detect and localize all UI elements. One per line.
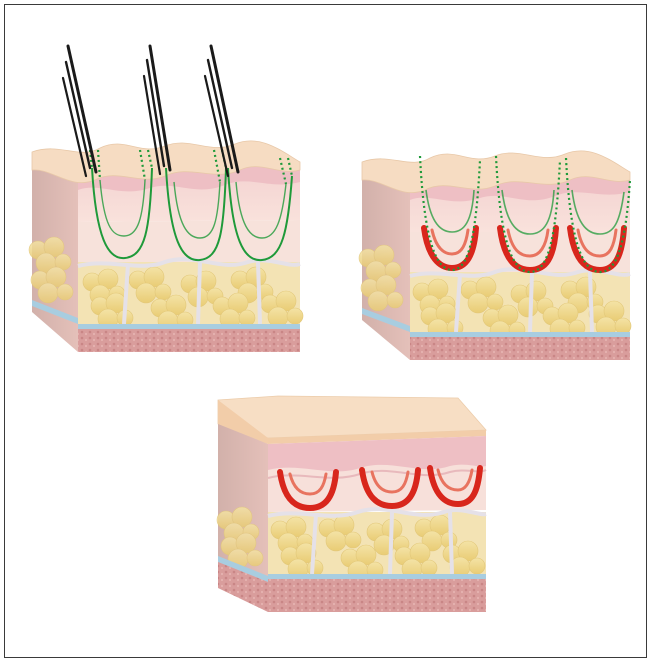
- panel-dissolving: [359, 151, 631, 360]
- muscle-layer: [268, 579, 486, 612]
- panel-result: [217, 396, 486, 612]
- muscle-layer: [78, 329, 300, 352]
- muscle-layer: [410, 337, 630, 360]
- block-front-face: [268, 436, 486, 612]
- panel-insertion: [29, 46, 303, 352]
- fascia-layer: [268, 574, 486, 579]
- fascia-layer: [410, 332, 630, 337]
- fascia-layer: [78, 324, 300, 329]
- block-front-face: [410, 163, 631, 360]
